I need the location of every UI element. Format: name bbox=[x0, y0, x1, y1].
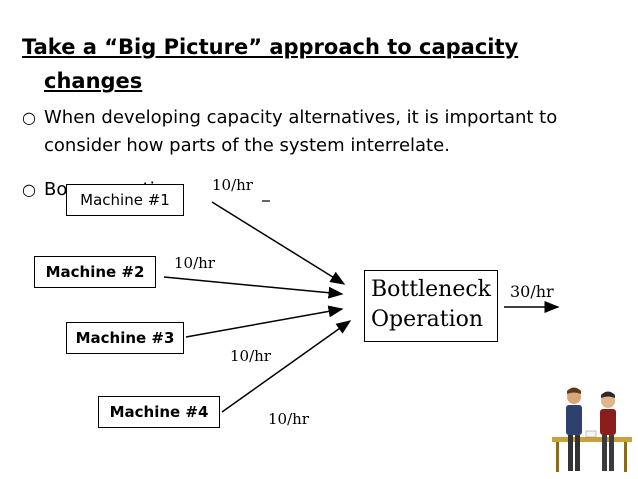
machine-2-box: Machine #2 bbox=[34, 256, 156, 288]
arrow-machine-4 bbox=[221, 320, 352, 413]
slide-title-line2: changes bbox=[44, 69, 143, 93]
people-at-desk-clipart-icon bbox=[552, 387, 632, 472]
machine-2-label: Machine #2 bbox=[45, 263, 145, 281]
machine-3-box: Machine #3 bbox=[66, 322, 184, 354]
rate-output: 30/hr bbox=[510, 282, 554, 301]
machine-4-label: Machine #4 bbox=[109, 403, 209, 421]
rate-machine-2: 10/hr bbox=[174, 254, 215, 272]
machine-3-label: Machine #3 bbox=[75, 329, 175, 347]
arrow-machine-1 bbox=[211, 201, 346, 285]
bullet-item-1: ○ When developing capacity alternatives,… bbox=[22, 104, 622, 160]
bottleneck-line2: Operation bbox=[371, 307, 484, 332]
rate-machine-3: 10/hr bbox=[230, 347, 271, 365]
arrow-machine-3 bbox=[185, 305, 344, 338]
machine-1-label: Machine #1 bbox=[80, 191, 170, 209]
bottleneck-line1: Bottleneck bbox=[371, 277, 491, 302]
slide-title: Take a “Big Picture” approach to capacit… bbox=[22, 30, 622, 98]
rate-machine-4: 10/hr bbox=[268, 410, 309, 428]
hollow-circle-bullet-icon: ○ bbox=[22, 180, 36, 199]
bottleneck-operation-box: Bottleneck Operation bbox=[364, 270, 498, 342]
bullet-text-1: When developing capacity alternatives, i… bbox=[44, 107, 558, 156]
machine-4-box: Machine #4 bbox=[98, 396, 220, 428]
arrow-machine-2 bbox=[163, 276, 344, 299]
machine-1-box: Machine #1 bbox=[66, 184, 184, 216]
slide-title-line1: Take a “Big Picture” approach to capacit… bbox=[22, 35, 519, 59]
hollow-circle-bullet-icon: ○ bbox=[22, 108, 36, 127]
rate-machine-1: 10/hr bbox=[212, 176, 253, 194]
